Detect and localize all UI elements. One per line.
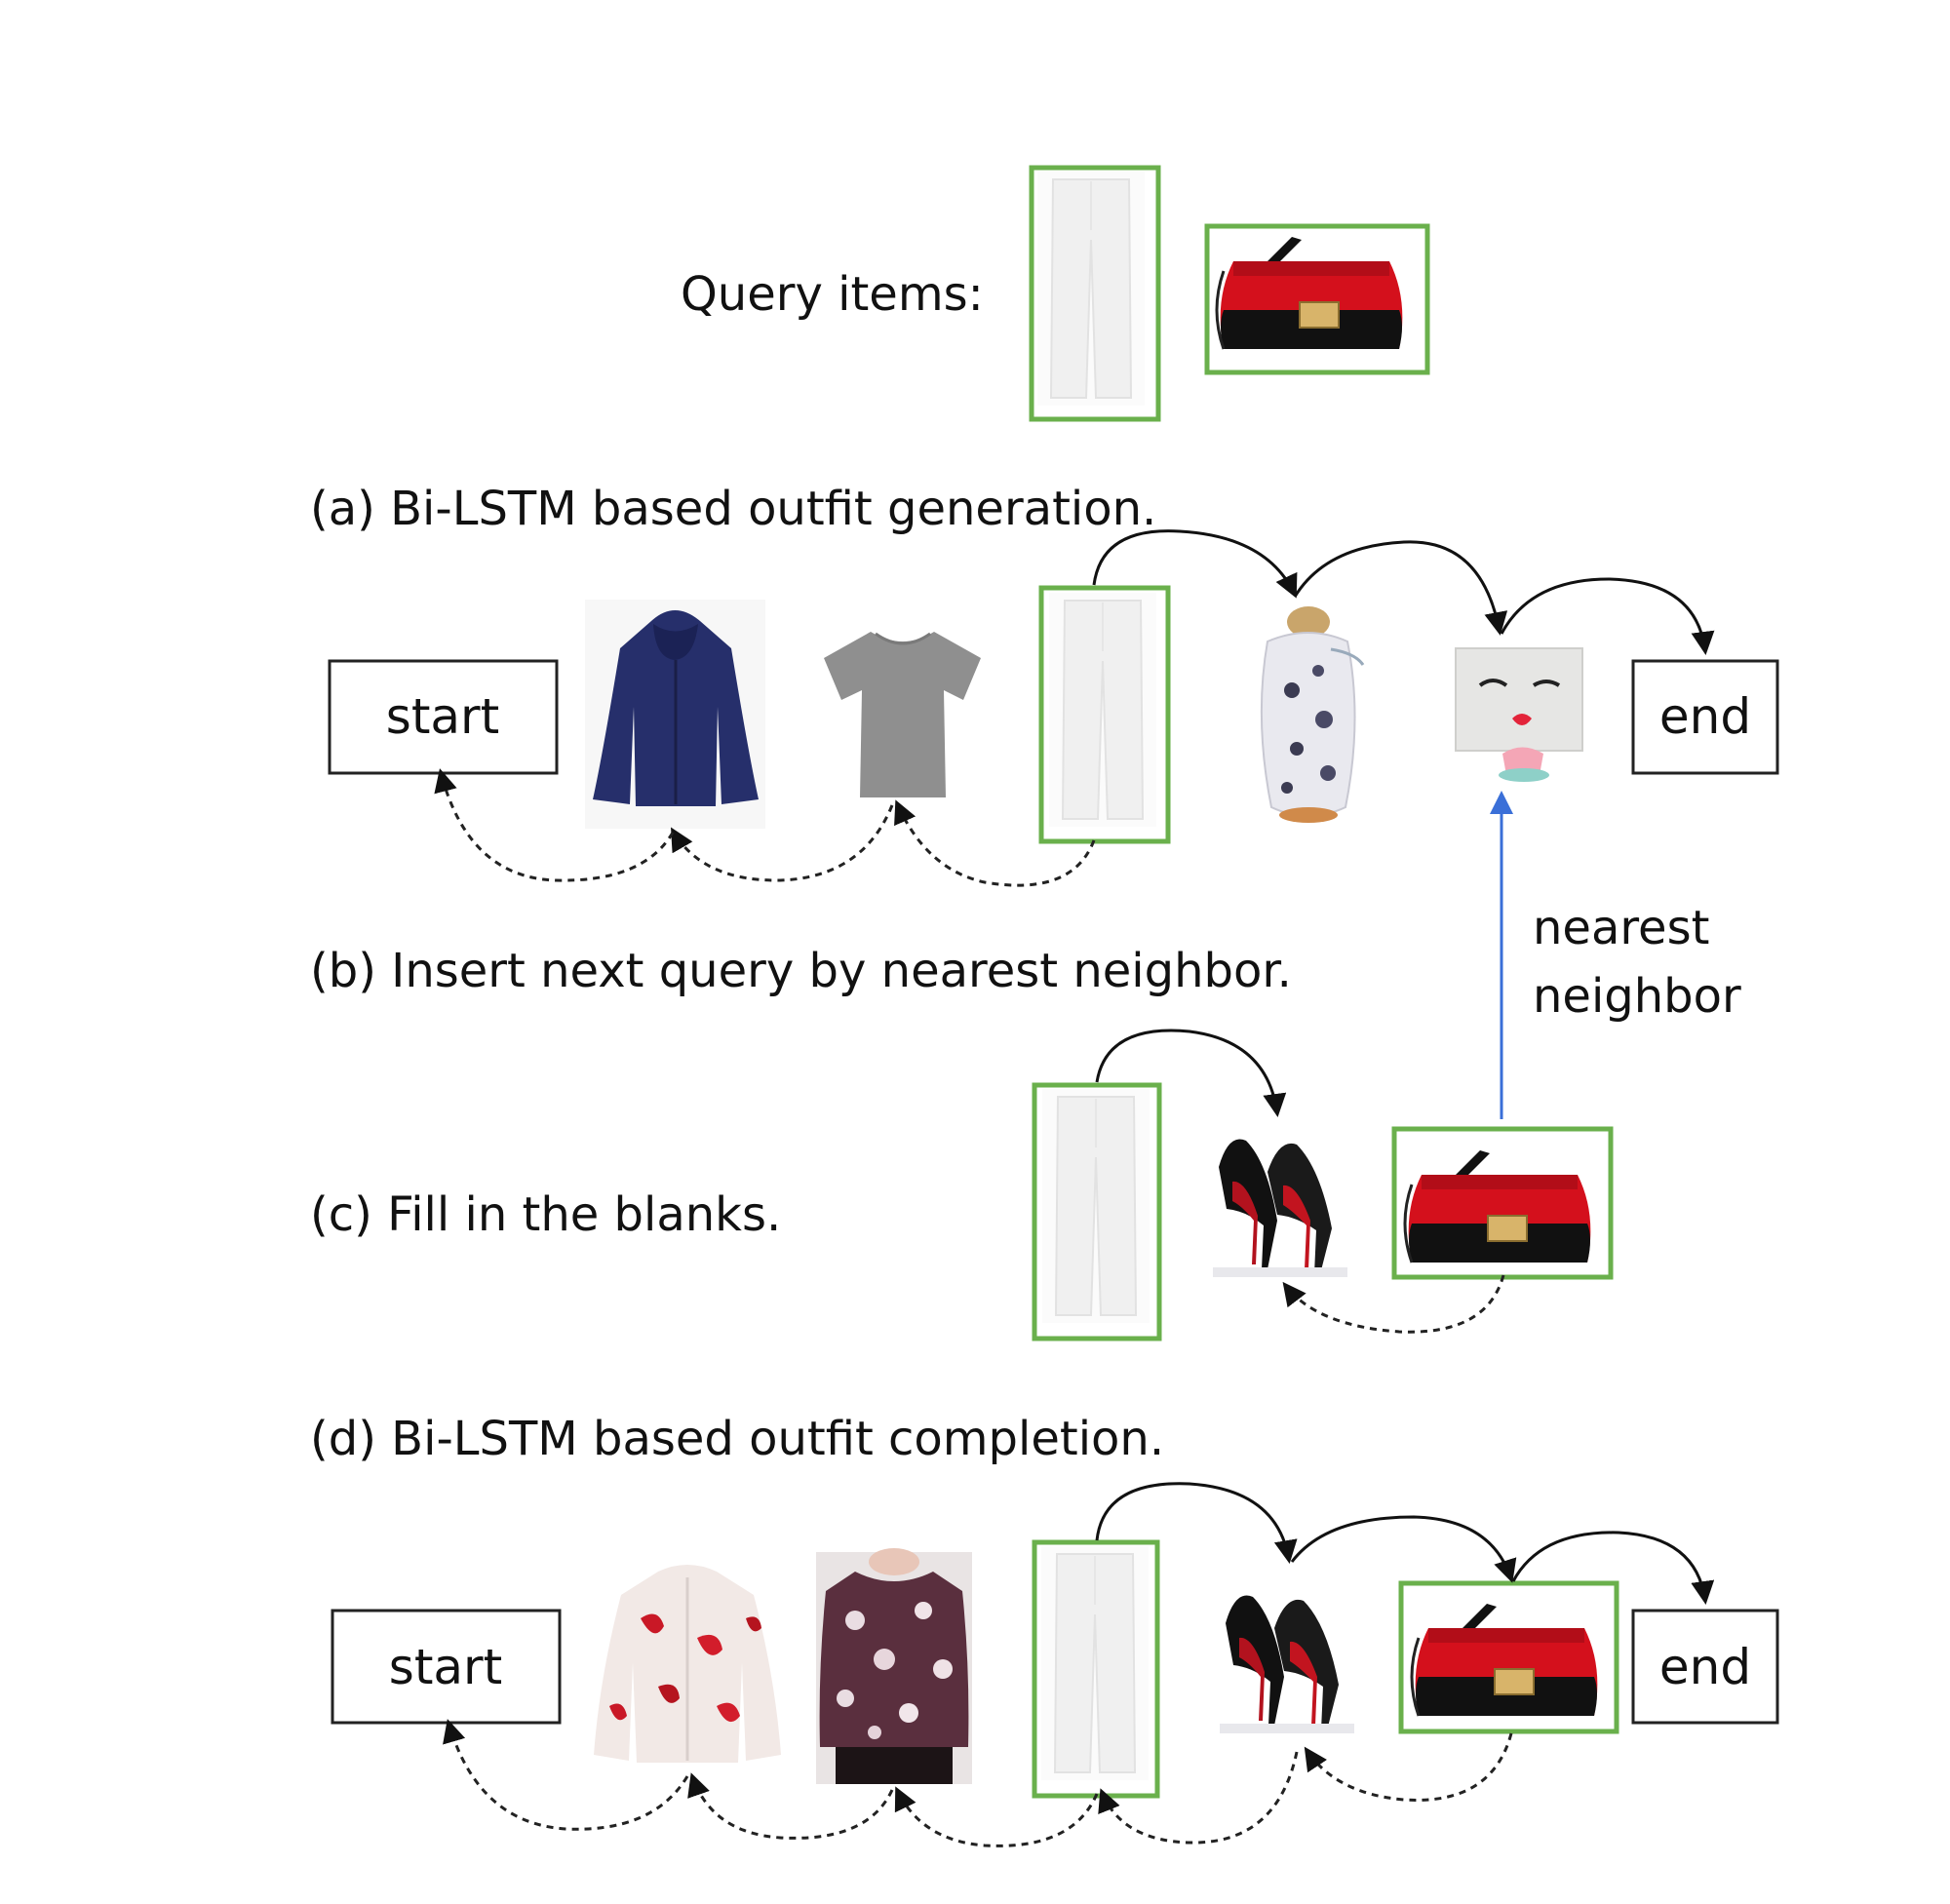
navy-jacket-item — [585, 600, 765, 829]
query-pants-frame — [1029, 165, 1161, 422]
end-label-d: end — [1659, 1639, 1751, 1695]
backward-arrow-d3 — [894, 1786, 1099, 1847]
forward-arrow-d1 — [1095, 1482, 1298, 1564]
end-box-d — [1631, 1609, 1779, 1725]
caption-c: (c) Fill in the blanks. — [310, 1187, 781, 1242]
forward-arrow-d3 — [1511, 1531, 1715, 1605]
forward-arrow-a1 — [1092, 529, 1298, 599]
bag-frame-d — [1398, 1580, 1619, 1734]
start-label-d: start — [389, 1639, 502, 1695]
print-blouse-item — [816, 1548, 972, 1784]
query-pants-item — [1036, 171, 1146, 407]
caption-b: (b) Insert next query by nearest neighbo… — [310, 944, 1292, 998]
forward-arrow-a2 — [1293, 540, 1508, 636]
forward-arrow-a3 — [1500, 577, 1715, 655]
bag-item-c — [1400, 1144, 1599, 1274]
backward-arrow-a1 — [894, 799, 1096, 887]
backward-arrow-d1 — [1304, 1732, 1513, 1802]
backward-arrow-a3 — [434, 768, 675, 882]
gray-tshirt-item — [817, 624, 988, 804]
backward-arrow-a2 — [670, 804, 894, 882]
pants-item-a — [1048, 592, 1157, 828]
backward-arrow-d4 — [687, 1772, 894, 1840]
backward-arrow-c1 — [1282, 1274, 1505, 1334]
forward-arrow-c1 — [1095, 1029, 1287, 1117]
floral-jacket-item — [590, 1560, 785, 1769]
caption-d: (d) Bi-LSTM based outfit completion. — [310, 1412, 1164, 1466]
nearest-neighbor-label-2: neighbor — [1533, 969, 1741, 1024]
caption-a: (a) Bi-LSTM based outfit generation. — [310, 482, 1156, 536]
pants-frame-c — [1032, 1082, 1162, 1341]
floral-sneaker-item — [1238, 602, 1375, 827]
backward-arrow-d2 — [1098, 1751, 1299, 1845]
heels-item-d — [1214, 1579, 1360, 1735]
query-bag-item — [1212, 230, 1411, 361]
start-label-a: start — [386, 688, 499, 745]
query-bag-frame — [1204, 223, 1430, 375]
query-items-label: Query items: — [681, 267, 984, 322]
heels-item-c — [1207, 1123, 1353, 1279]
bag-item-d — [1407, 1597, 1606, 1728]
end-label-a: end — [1659, 688, 1751, 745]
pants-frame-a — [1038, 585, 1171, 844]
pants-item-c — [1041, 1088, 1150, 1324]
forward-arrow-d2 — [1290, 1515, 1517, 1583]
start-box-d — [331, 1609, 562, 1725]
backward-arrow-d5 — [443, 1719, 689, 1831]
end-box-a — [1631, 659, 1779, 775]
start-box-a — [328, 659, 559, 775]
nearest-neighbor-label-1: nearest — [1533, 901, 1709, 955]
face-clutch-item — [1446, 639, 1592, 785]
pants-item-d — [1040, 1545, 1150, 1781]
